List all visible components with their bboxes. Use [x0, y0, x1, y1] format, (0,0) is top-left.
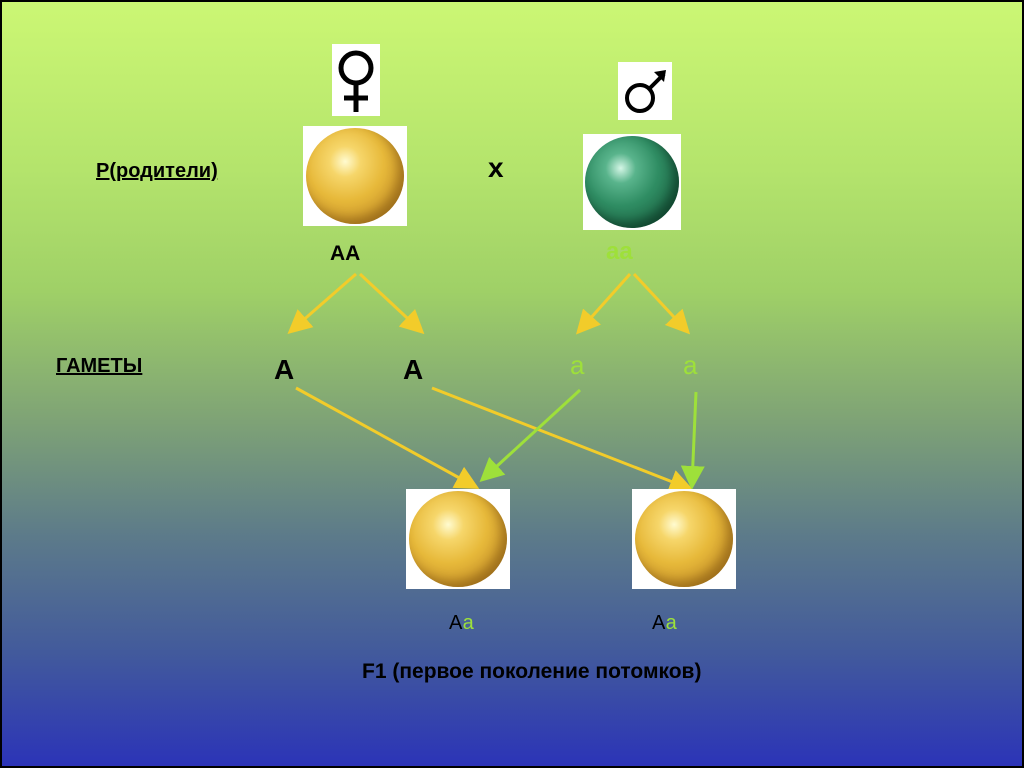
offspring-2-allele-dominant: А [652, 612, 666, 634]
offspring-2-genotype: Аа [652, 612, 677, 635]
offspring-2-allele-recessive: а [665, 612, 677, 634]
arrow-male-left [576, 273, 632, 335]
male-parent-pea-box [583, 134, 681, 230]
arrow-female-left [287, 272, 357, 334]
female-gamete-2: А [403, 354, 424, 385]
offspring-1-allele-recessive: а [462, 612, 474, 634]
male-genotype: аа [606, 238, 633, 265]
female-symbol-box [332, 44, 380, 116]
male-icon [625, 70, 666, 113]
gametes-label: ГАМЕТЫ [56, 355, 143, 377]
cross-sign: х [488, 152, 504, 183]
offspring-2-pea-box [632, 489, 736, 589]
male-symbol-box [618, 62, 672, 120]
offspring-1-allele-dominant: А [449, 612, 463, 634]
female-gamete-1: А [274, 354, 295, 385]
female-genotype: АА [330, 242, 361, 265]
arrow-a1-to-offspring1 [479, 388, 582, 483]
offspring-1-genotype: Аа [449, 612, 474, 635]
green-pea [585, 136, 679, 228]
arrow-female-right [358, 272, 425, 335]
arrow-A2-to-offspring2 [431, 386, 694, 493]
yellow-pea [635, 491, 733, 587]
yellow-pea [306, 128, 404, 224]
male-gamete-1: а [570, 350, 585, 380]
offspring-1-pea-box [406, 489, 510, 589]
arrow-a2-to-offspring2 [680, 391, 705, 490]
f1-label: F1 (первое поколение потомков) [362, 660, 702, 683]
yellow-pea [409, 491, 507, 587]
arrow-male-right [632, 272, 691, 335]
female-parent-pea-box [303, 126, 407, 226]
female-icon [338, 50, 374, 112]
parents-label: Р(родители) [96, 160, 218, 182]
male-gamete-2: а [683, 350, 698, 380]
arrow-A1-to-offspring1 [295, 386, 480, 489]
